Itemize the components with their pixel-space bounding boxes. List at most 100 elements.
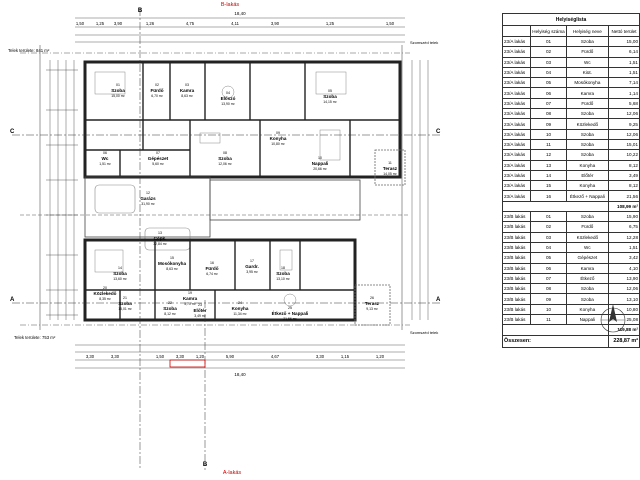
table-cell: Szoba (565, 149, 609, 161)
table-cell: 8,12 (607, 159, 640, 171)
table-cell: 8,12 (607, 180, 640, 192)
table-cell: 23/A lakás (501, 46, 532, 58)
dimension-ticks-left (46, 69, 78, 316)
room-name: Szoba (323, 94, 337, 99)
table-cell: Fürdő (565, 221, 609, 233)
table-cell: 3,49 (607, 169, 640, 182)
building-b (83, 238, 391, 326)
table-cell: 15,00 (607, 35, 640, 48)
table-cell (502, 200, 609, 213)
table-cell: Fürdő (565, 46, 609, 58)
room-name: Fürdő (205, 266, 218, 271)
table-cell: 23/A lakás (501, 180, 532, 192)
dimension-label: 5,90 (226, 354, 235, 359)
room-area: 13,10 m² (276, 277, 290, 281)
section-markers: B B C C A A (10, 8, 441, 470)
room-name: Kamra (183, 296, 198, 301)
dimension-label: 1,20 (196, 354, 205, 359)
table-cell: Mosókonyha (565, 77, 609, 89)
room-area: 3,49 m² (194, 314, 206, 318)
room-area: 31,90 m² (141, 202, 155, 206)
dimension-label: 1,25 (326, 21, 335, 26)
table-cell: 1,51 (607, 56, 640, 68)
room-number: 13 (158, 231, 162, 235)
room-number: 12 (146, 191, 150, 195)
table-cell: 08 (530, 283, 567, 295)
table-cell: 23/A lakás (501, 190, 532, 202)
section-c-right: C (436, 129, 441, 135)
furniture (94, 71, 347, 307)
table-cell: 9,25 (607, 118, 640, 130)
table-cell: 23/B lakás (501, 231, 532, 243)
room-name: Kamra (180, 88, 195, 93)
room-name: Gardr. (245, 264, 259, 269)
table-cell: 23/A lakás (501, 149, 532, 161)
room-number: 07 (156, 151, 160, 155)
table-cell: 23/A lakás (501, 138, 532, 151)
table-cell: 23/A lakás (501, 159, 532, 171)
room-area: 21,56 m² (283, 317, 297, 321)
room-number: 08 (223, 151, 227, 155)
room-area: 8,35 m² (99, 297, 111, 301)
table-cell: 5,68 (607, 97, 640, 110)
table-cell: 228,87 m² (607, 334, 640, 348)
table-cell: 14 (530, 169, 567, 182)
table-cell: 16 (530, 190, 567, 202)
room-number: 05 (328, 89, 332, 93)
table-cell: Wc (565, 241, 609, 254)
table-cell: 13 (530, 159, 567, 171)
total-width-top: 18,40 (234, 11, 246, 16)
table-cell (502, 324, 609, 336)
table-cell: 23/B lakás (501, 241, 532, 254)
table-row: 108,99 m² (502, 200, 640, 213)
table-cell: 15 (530, 180, 567, 192)
dimension-label: 3,30 (176, 354, 185, 359)
table-cell: 04 (530, 241, 567, 254)
table-cell: 108,99 m² (607, 200, 640, 213)
room-name: Nappali (312, 161, 329, 166)
dimension-label: 1,25 (96, 21, 105, 26)
table-cell: 23/A lakás (501, 77, 532, 89)
table-cell: 23/B lakás (501, 252, 532, 264)
table-cell: 3,42 (607, 252, 640, 264)
table-cell: 13,90 (607, 272, 640, 285)
room-name: Terasz (383, 166, 398, 171)
room-number: 06 (103, 151, 107, 155)
table-cell: 08 (530, 108, 567, 120)
room-name: Fürdő (150, 88, 163, 93)
table-cell: 23/B lakás (501, 283, 532, 295)
table-cell (501, 25, 532, 37)
table-cell: 09 (530, 293, 567, 305)
room-area: 12,06 m² (218, 162, 232, 166)
table-cell: Szoba (565, 138, 609, 151)
table-cell: 07 (530, 272, 567, 285)
table-cell: 06 (530, 262, 567, 274)
dimension-label: 3,90 (114, 21, 123, 26)
table-cell: Szoba (565, 108, 609, 120)
dimension-label: 3,30 (316, 354, 325, 359)
table-cell: 7,14 (607, 77, 640, 89)
plot-area-bottom: Telek területe: 753 m² (14, 335, 56, 340)
table-cell: 12,06 (607, 108, 640, 120)
room-area: 6,70 m² (151, 94, 163, 98)
dimension-label: 1,50 (156, 354, 165, 359)
table-cell: 23/B lakás (501, 272, 532, 285)
plot-boundaries (20, 45, 410, 330)
dimension-label: 1,26 (146, 21, 155, 26)
table-cell: 23/A lakás (501, 128, 532, 140)
room-number: 21 (123, 296, 127, 300)
room-number: 14 (118, 266, 122, 270)
table-cell: 23/A lakás (501, 56, 532, 68)
table-cell: 12,06 (607, 128, 640, 140)
